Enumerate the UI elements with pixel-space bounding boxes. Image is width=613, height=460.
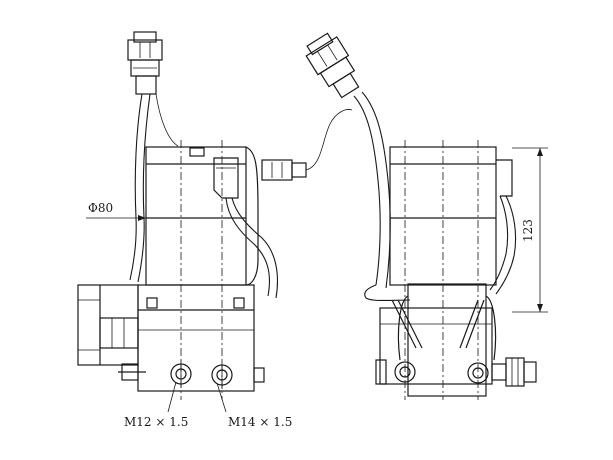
height-dimension (512, 147, 548, 313)
height-label: 123 (521, 219, 535, 242)
thread-label-m12: M12 × 1.5 (124, 415, 188, 429)
left-solenoid-coil (77, 284, 146, 381)
left-side-nut (253, 367, 265, 383)
diameter-label: Φ80 (88, 201, 113, 215)
right-pipe-fitting (491, 357, 537, 387)
left-cable (129, 93, 179, 283)
right-connector-plug (305, 32, 360, 99)
right-main-body (389, 146, 517, 295)
thread-label-m14: M14 × 1.5 (228, 415, 292, 429)
left-lower-block (137, 284, 255, 392)
left-elbow-fitting (213, 157, 279, 299)
right-cable (305, 91, 411, 302)
right-side-connector (261, 159, 307, 181)
right-coil-assembly (375, 283, 497, 397)
right-view: 123 (261, 32, 548, 400)
thread-leaders (167, 381, 227, 413)
diameter-dimension (86, 215, 146, 221)
left-view: Φ80 M12 × 1.5 M14 × 1.5 (77, 31, 292, 429)
left-connector-plug (127, 31, 163, 95)
